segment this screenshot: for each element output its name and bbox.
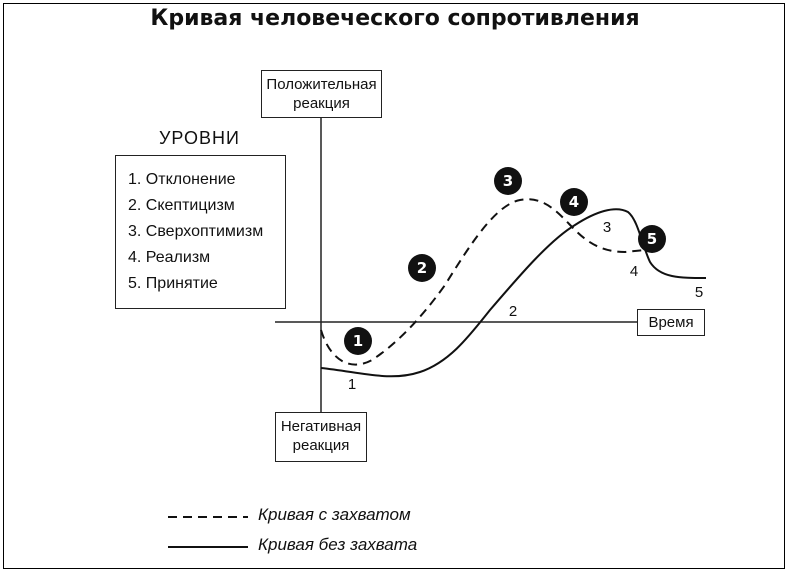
level-item: 3. Сверхоптимизм xyxy=(128,223,264,240)
level-item: 2. Скептицизм xyxy=(128,197,235,214)
negative-reaction-label: Негативная реакция xyxy=(280,418,362,454)
legend-solid-label: Кривая без захвата xyxy=(258,535,418,554)
badge-5: 5 xyxy=(638,225,666,253)
legend-dashed-label: Кривая с захватом xyxy=(258,505,411,524)
diagram-title: Кривая человеческого сопротивления xyxy=(150,6,640,31)
svg-text:5: 5 xyxy=(647,230,657,248)
solid-point-4: 4 xyxy=(630,263,638,280)
svg-text:3: 3 xyxy=(503,172,513,190)
svg-text:2: 2 xyxy=(417,259,427,277)
positive-reaction-box: Положительная реакция xyxy=(261,70,382,118)
curve-without-capture xyxy=(320,208,707,378)
level-item: 1. Отклонение xyxy=(128,171,236,188)
level-item: 5. Принятие xyxy=(128,275,218,292)
level-item: 4. Реализм xyxy=(128,249,211,266)
badge-3: 3 xyxy=(494,167,522,195)
badge-4: 4 xyxy=(560,188,588,216)
negative-reaction-box: Негативная реакция xyxy=(275,412,367,462)
solid-point-2: 2 xyxy=(509,303,517,320)
solid-point-3: 3 xyxy=(603,219,611,236)
levels-heading: УРОВНИ xyxy=(159,128,240,148)
badge-2: 2 xyxy=(408,254,436,282)
time-box: Время xyxy=(637,309,705,336)
time-label: Время xyxy=(648,314,694,331)
solid-point-5: 5 xyxy=(695,284,703,301)
curve-with-capture xyxy=(320,198,646,366)
positive-reaction-label: Положительная реакция xyxy=(266,76,377,112)
outer-frame xyxy=(3,3,785,569)
badge-1: 1 xyxy=(344,327,372,355)
svg-text:4: 4 xyxy=(569,193,579,211)
solid-point-1: 1 xyxy=(348,376,356,393)
levels-list-box: 1. Отклонение 2. Скептицизм 3. Сверхопти… xyxy=(115,155,286,309)
svg-text:1: 1 xyxy=(353,332,363,350)
